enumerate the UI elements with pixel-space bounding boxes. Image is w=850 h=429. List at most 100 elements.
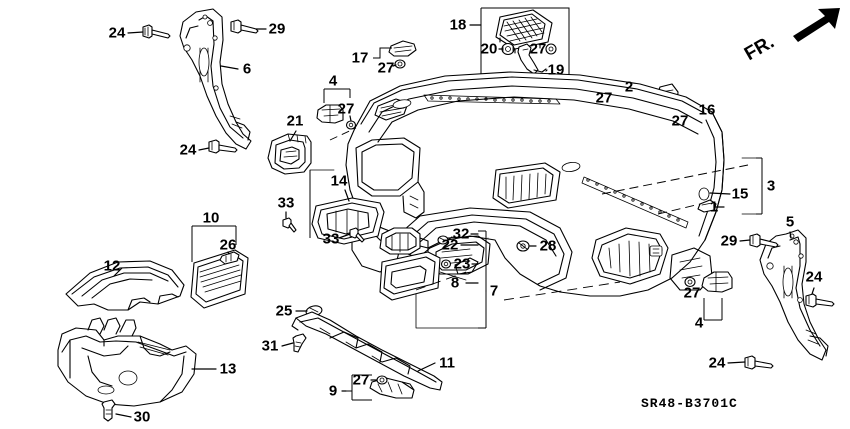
callout-32: 32 bbox=[452, 225, 470, 243]
callout-2: 2 bbox=[624, 78, 634, 96]
part-27-grommet-c bbox=[545, 43, 557, 55]
part-10-lower-trim bbox=[190, 249, 249, 309]
callout-30: 30 bbox=[133, 408, 151, 426]
part-27-grommet-b bbox=[345, 120, 357, 130]
callout-27f: 27 bbox=[683, 284, 701, 302]
part-24-bolt-lower-left bbox=[208, 139, 238, 154]
callout-4a: 4 bbox=[328, 72, 338, 90]
leader-27a bbox=[392, 64, 397, 67]
callout-12: 12 bbox=[103, 257, 121, 275]
bracket-7-bottom bbox=[415, 289, 479, 329]
dash-21-connect bbox=[329, 127, 357, 141]
callout-27c: 27 bbox=[529, 40, 547, 58]
callout-14: 14 bbox=[330, 172, 348, 190]
leader-21 bbox=[289, 130, 297, 142]
callout-33a: 33 bbox=[277, 194, 295, 212]
part-14-center-vent bbox=[311, 197, 385, 245]
leader-19 bbox=[545, 69, 548, 72]
callout-24a: 24 bbox=[108, 24, 126, 42]
part-33-screw-b bbox=[349, 227, 365, 243]
callout-22: 22 bbox=[441, 236, 459, 254]
part-22-switch bbox=[379, 227, 429, 255]
dash-1-connect bbox=[657, 203, 701, 215]
callout-3: 3 bbox=[766, 177, 776, 195]
part-1-clip-marker bbox=[697, 199, 717, 213]
callout-6: 6 bbox=[242, 60, 252, 78]
diagram-part-number: SR48-B3701C bbox=[641, 396, 738, 411]
leader-24d bbox=[727, 361, 746, 364]
leader-32b bbox=[447, 236, 453, 241]
callout-5: 5 bbox=[785, 213, 795, 231]
front-direction-arrow bbox=[793, 8, 840, 42]
callout-27g: 27 bbox=[352, 371, 370, 389]
callout-27a: 27 bbox=[377, 59, 395, 77]
part-21-side-vent bbox=[267, 133, 312, 175]
callout-18: 18 bbox=[449, 16, 467, 34]
part-11-lower-garnish bbox=[291, 311, 443, 391]
part-30-screw bbox=[101, 399, 116, 422]
callout-20: 20 bbox=[480, 40, 498, 58]
part-28-grommet bbox=[516, 240, 530, 252]
callout-28: 28 bbox=[539, 237, 557, 255]
part-27-grommet-a bbox=[394, 59, 406, 69]
callout-24d: 24 bbox=[708, 354, 726, 372]
part-12-column-cover-upper bbox=[65, 260, 185, 311]
callout-25: 25 bbox=[275, 302, 293, 320]
part-23-washer bbox=[440, 259, 452, 269]
part-4-clip-lower bbox=[701, 271, 733, 293]
callout-27d: 27 bbox=[595, 89, 613, 107]
leader-8-arm bbox=[439, 271, 467, 281]
callout-29b: 29 bbox=[720, 232, 738, 250]
callout-33b: 33 bbox=[322, 230, 340, 248]
bracket-4-upper bbox=[323, 88, 351, 103]
callout-27b: 27 bbox=[337, 100, 355, 118]
callout-1: 1 bbox=[709, 198, 719, 216]
leader-24c bbox=[811, 287, 815, 295]
callout-24b: 24 bbox=[179, 141, 197, 159]
part-5-side-bracket bbox=[759, 229, 829, 361]
callout-11: 11 bbox=[439, 354, 455, 372]
callout-23: 23 bbox=[453, 255, 471, 273]
leader-11 bbox=[417, 362, 436, 372]
leader-15 bbox=[709, 192, 731, 195]
bracket-3-arms bbox=[741, 157, 757, 215]
bracket-4-lower bbox=[703, 298, 723, 321]
dash-lower-connect bbox=[503, 281, 621, 301]
bracket-3 bbox=[756, 157, 763, 215]
part-13-column-cover-lower bbox=[57, 317, 197, 407]
leader-29b bbox=[739, 239, 751, 242]
part-31-screw bbox=[292, 333, 307, 353]
part-24-bolt-right-lower bbox=[744, 355, 774, 370]
part-26-clip bbox=[219, 251, 240, 265]
bracket-9 bbox=[346, 374, 372, 401]
callout-16: 16 bbox=[698, 101, 716, 119]
callout-21: 21 bbox=[286, 112, 304, 130]
part-4-clip-upper bbox=[316, 104, 344, 124]
bracket-17 bbox=[373, 47, 392, 59]
part-33-screw-a bbox=[282, 217, 297, 233]
part-24-bolt-upper-left bbox=[142, 24, 171, 39]
separator-dashes bbox=[601, 164, 749, 195]
callout-31: 31 bbox=[261, 337, 279, 355]
leader-24b bbox=[198, 147, 210, 151]
bracket-7 bbox=[478, 230, 487, 329]
callout-27e: 27 bbox=[671, 112, 689, 130]
bracket-10 bbox=[191, 225, 237, 262]
callout-17: 17 bbox=[351, 49, 369, 67]
callout-4b: 4 bbox=[694, 314, 704, 332]
dash-7-connect bbox=[415, 271, 467, 291]
callout-10: 10 bbox=[202, 209, 220, 227]
callout-7: 7 bbox=[489, 282, 499, 300]
leader-26 bbox=[227, 251, 230, 255]
part-18-speaker-grille bbox=[495, 9, 553, 54]
part-27-grommet-g bbox=[376, 375, 388, 385]
callout-29a: 29 bbox=[268, 20, 286, 38]
leader-6 bbox=[220, 65, 239, 70]
part-24-bolt-right-upper bbox=[805, 293, 835, 308]
part-6-side-bracket bbox=[179, 8, 252, 150]
part-17-clip bbox=[388, 40, 417, 57]
leader-5 bbox=[789, 231, 792, 239]
part-20-nut bbox=[501, 42, 515, 56]
